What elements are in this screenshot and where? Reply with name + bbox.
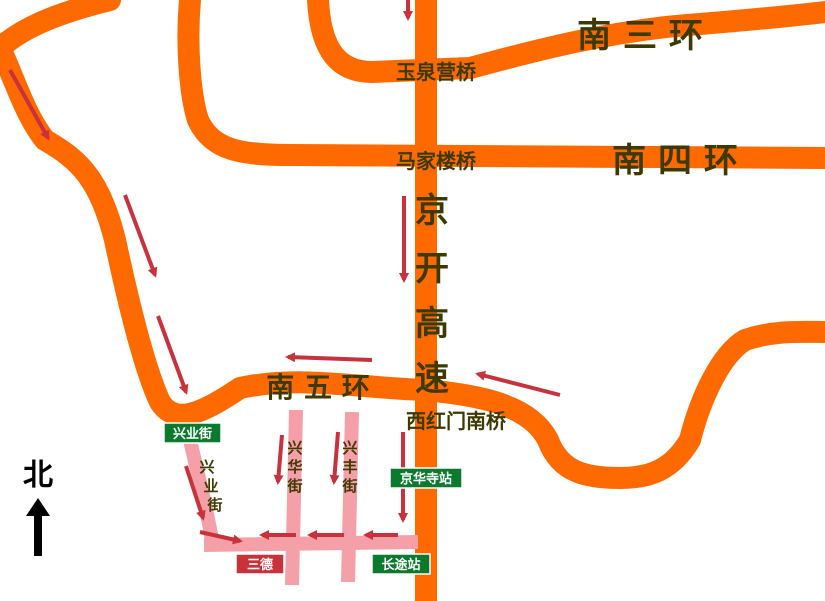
majialou-bridge-label: 马家楼桥 xyxy=(396,149,477,173)
direction-arrow xyxy=(123,194,158,278)
expressway-char: 高 xyxy=(415,304,449,344)
south-fourth-ring-road xyxy=(177,0,825,169)
direction-arrow xyxy=(199,530,243,545)
direction-arrow xyxy=(329,431,340,485)
direction-arrow xyxy=(8,69,50,141)
xihongmen-south-bridge-label: 西红门南桥 xyxy=(406,409,507,433)
south-third-ring-road xyxy=(307,0,825,83)
jinghuasi-stop-sign: 京华寺站 xyxy=(389,467,463,489)
local-streets xyxy=(183,409,419,586)
north-label: 北 xyxy=(23,458,53,493)
south-fifth-ring-road xyxy=(0,0,825,489)
street-char: 街 xyxy=(206,496,222,514)
street-char: 兴 xyxy=(342,439,357,457)
street-char: 业 xyxy=(203,477,218,495)
direction-arrow xyxy=(273,434,284,485)
xingfeng-street xyxy=(341,411,359,583)
street-char: 街 xyxy=(286,477,302,495)
sande-destination-sign: 三德 xyxy=(235,553,285,575)
xinghua-street xyxy=(285,409,303,586)
xinghua-street-label: 兴 华 街 xyxy=(286,439,302,495)
changtu-stop-sign: 长途站 xyxy=(371,553,431,575)
changtu-stop-label: 长途站 xyxy=(381,557,420,573)
south-fourth-ring-label: 南 四 环 xyxy=(612,141,738,181)
street-char: 华 xyxy=(287,458,302,476)
expressway-char: 京 xyxy=(415,191,449,231)
expressway-char: 速 xyxy=(415,359,449,399)
xingye-jie-stop-label: 兴业街 xyxy=(173,426,212,442)
south-third-ring-label: 南 三 环 xyxy=(577,16,703,56)
expressway-char: 开 xyxy=(415,249,449,289)
direction-arrow xyxy=(475,370,561,397)
sande-destination-label: 三德 xyxy=(247,557,273,573)
north-compass: 北 xyxy=(23,458,53,556)
jingkai-expressway-label: 京 开 高 速 xyxy=(415,191,449,399)
direction-arrow xyxy=(285,352,373,363)
xingye-street xyxy=(183,438,219,542)
xingye-street-label: 兴 业 街 xyxy=(199,458,222,514)
xingfeng-street-label: 兴 丰 街 xyxy=(341,439,357,495)
traffic-arrows xyxy=(8,0,561,545)
jinghuasi-stop-label: 京华寺站 xyxy=(400,471,452,487)
direction-arrow xyxy=(156,315,189,395)
xingye-jie-stop-sign: 兴业街 xyxy=(163,422,222,444)
yuquanying-bridge-label: 玉泉营桥 xyxy=(396,60,477,84)
street-char: 丰 xyxy=(342,458,357,476)
bottom-street xyxy=(203,535,419,552)
north-arrow-icon xyxy=(26,498,50,556)
street-char: 街 xyxy=(341,477,357,495)
street-char: 兴 xyxy=(199,458,214,476)
south-fifth-ring-label: 南 五 环 xyxy=(266,371,370,404)
direction-arrow xyxy=(184,465,206,521)
street-char: 兴 xyxy=(287,439,302,457)
